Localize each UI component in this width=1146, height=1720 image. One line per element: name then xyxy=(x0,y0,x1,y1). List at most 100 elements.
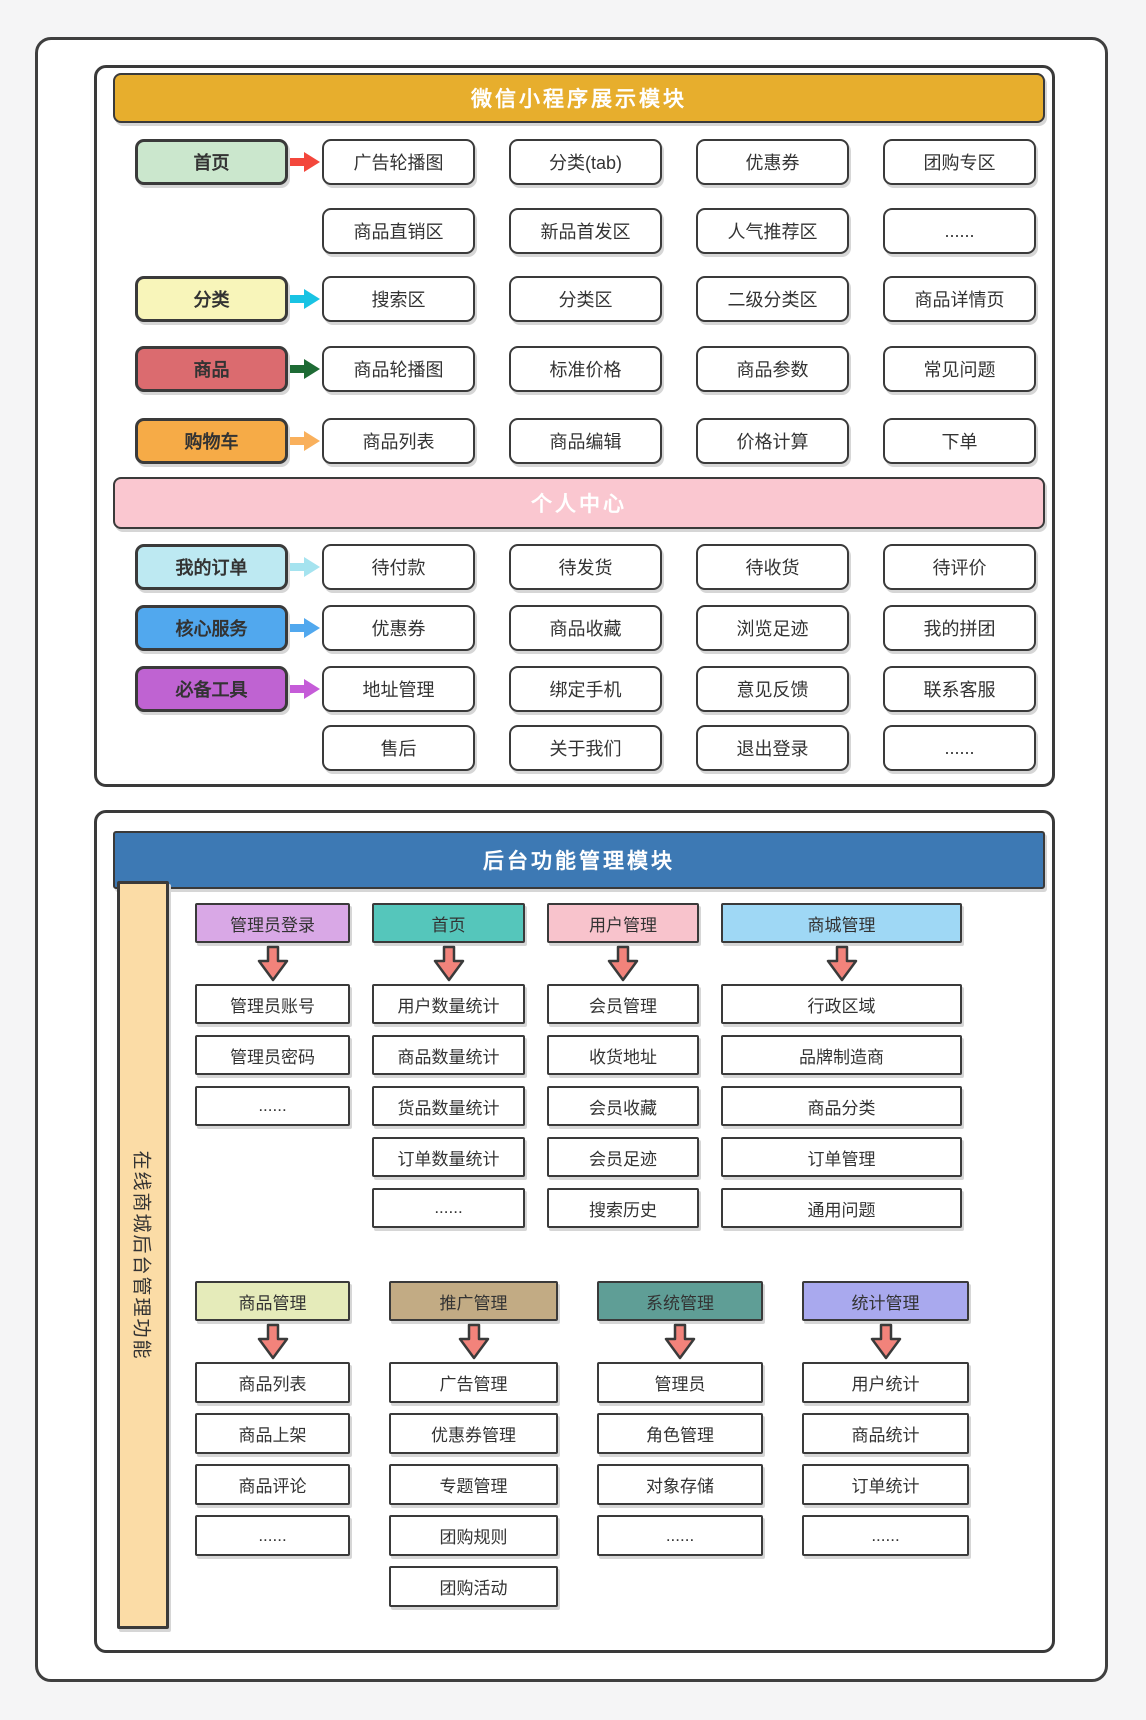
group-header: 管理员登录 xyxy=(195,903,350,943)
diagram-canvas: 微信小程序展示模块 首页 广告轮播图 分类(tab) 优惠券 团购专区 商品直销… xyxy=(35,37,1108,1682)
node-box: 品牌制造商 xyxy=(721,1035,962,1075)
group-header: 推广管理 xyxy=(389,1281,558,1321)
right-arrow-icon xyxy=(288,666,322,712)
node-box: 分类(tab) xyxy=(509,139,662,185)
group-header: 商城管理 xyxy=(721,903,962,943)
node-box: 售后 xyxy=(322,725,475,771)
node-box: 优惠券 xyxy=(322,605,475,651)
node-box: 商品评论 xyxy=(195,1464,350,1505)
p1-row-core-services: 核心服务 优惠券 商品收藏 浏览足迹 我的拼团 xyxy=(135,605,1052,651)
node-box: ...... xyxy=(195,1515,350,1556)
node-box: 订单统计 xyxy=(802,1464,969,1505)
label-category: 分类 xyxy=(135,276,288,322)
p1-row-home: 首页 广告轮播图 分类(tab) 优惠券 团购专区 xyxy=(135,139,1052,185)
node-box: 管理员 xyxy=(597,1362,763,1403)
node-box: 新品首发区 xyxy=(509,208,662,254)
panel1-title-bar: 微信小程序展示模块 xyxy=(113,73,1045,123)
node-box: 行政区域 xyxy=(721,984,962,1024)
node-box: 分类区 xyxy=(509,276,662,322)
node-box: 订单管理 xyxy=(721,1137,962,1177)
right-arrow-icon xyxy=(288,605,322,651)
node-box: 货品数量统计 xyxy=(372,1086,525,1126)
node-box: 广告轮播图 xyxy=(322,139,475,185)
node-box: 专题管理 xyxy=(389,1464,558,1505)
node-box: 商品统计 xyxy=(802,1413,969,1454)
node-box: 待评价 xyxy=(883,544,1036,590)
node-box: 商品编辑 xyxy=(509,418,662,464)
group-promotion-management: 推广管理 广告管理 优惠券管理 专题管理 团购规则 团购活动 xyxy=(389,1281,558,1617)
node-box: 角色管理 xyxy=(597,1413,763,1454)
label-home: 首页 xyxy=(135,139,288,185)
group-dashboard: 首页 用户数量统计 商品数量统计 货品数量统计 订单数量统计 ...... xyxy=(372,903,525,1239)
right-arrow-icon xyxy=(288,418,322,464)
down-arrow-icon xyxy=(597,1321,763,1362)
node-box: 浏览足迹 xyxy=(696,605,849,651)
side-label-text: 在线商城后台管理功能 xyxy=(130,1149,152,1361)
node-box: 商品收藏 xyxy=(509,605,662,651)
node-box: 商品数量统计 xyxy=(372,1035,525,1075)
node-box: 管理员密码 xyxy=(195,1035,350,1075)
node-box: 待收货 xyxy=(696,544,849,590)
node-box: ...... xyxy=(802,1515,969,1556)
group-header: 统计管理 xyxy=(802,1281,969,1321)
node-box: 商品列表 xyxy=(195,1362,350,1403)
node-box: ...... xyxy=(883,208,1036,254)
p1-row-tools-2: 售后 关于我们 退出登录 ...... xyxy=(135,725,1052,771)
node-box: 待付款 xyxy=(322,544,475,590)
panel2-title-bar: 后台功能管理模块 xyxy=(113,831,1045,889)
node-box: 优惠券 xyxy=(696,139,849,185)
node-box: 待发货 xyxy=(509,544,662,590)
backend-groups-bottom: 商品管理 商品列表 商品上架 商品评论 ...... 推广管理 广告管理 优惠券… xyxy=(195,1281,969,1617)
node-box: 团购专区 xyxy=(883,139,1036,185)
group-statistics-management: 统计管理 用户统计 商品统计 订单统计 ...... xyxy=(802,1281,969,1566)
p1-row-home-2: 商品直销区 新品首发区 人气推荐区 ...... xyxy=(135,208,1052,254)
node-box: 通用问题 xyxy=(721,1188,962,1228)
p1-row-my-orders: 我的订单 待付款 待发货 待收货 待评价 xyxy=(135,544,1052,590)
node-box: 管理员账号 xyxy=(195,984,350,1024)
p1-row-essential-tools: 必备工具 地址管理 绑定手机 意见反馈 联系客服 xyxy=(135,666,1052,712)
node-box: 商品分类 xyxy=(721,1086,962,1126)
node-box: 商品直销区 xyxy=(322,208,475,254)
group-header: 首页 xyxy=(372,903,525,943)
node-box: ...... xyxy=(597,1515,763,1556)
p1-row-category: 分类 搜索区 分类区 二级分类区 商品详情页 xyxy=(135,276,1052,322)
panel-backend-management: 后台功能管理模块 在线商城后台管理功能 管理员登录 管理员账号 管理员密码 ..… xyxy=(94,810,1055,1653)
label-cart: 购物车 xyxy=(135,418,288,464)
node-box: 对象存储 xyxy=(597,1464,763,1505)
node-box: 会员足迹 xyxy=(547,1137,699,1177)
down-arrow-icon xyxy=(195,1321,350,1362)
node-box: 联系客服 xyxy=(883,666,1036,712)
node-box: 搜索历史 xyxy=(547,1188,699,1228)
label-core-services: 核心服务 xyxy=(135,605,288,651)
p1-row-product: 商品 商品轮播图 标准价格 商品参数 常见问题 xyxy=(135,346,1052,392)
down-arrow-icon xyxy=(802,1321,969,1362)
group-header: 系统管理 xyxy=(597,1281,763,1321)
node-box: 团购规则 xyxy=(389,1515,558,1556)
group-admin-login: 管理员登录 管理员账号 管理员密码 ...... xyxy=(195,903,350,1137)
node-box: 意见反馈 xyxy=(696,666,849,712)
node-box: 地址管理 xyxy=(322,666,475,712)
panel-wechat-miniprogram: 微信小程序展示模块 首页 广告轮播图 分类(tab) 优惠券 团购专区 商品直销… xyxy=(94,65,1055,787)
node-box: 我的拼团 xyxy=(883,605,1036,651)
group-header: 商品管理 xyxy=(195,1281,350,1321)
node-box: 绑定手机 xyxy=(509,666,662,712)
group-mall-management: 商城管理 行政区域 品牌制造商 商品分类 订单管理 通用问题 xyxy=(721,903,962,1239)
down-arrow-icon xyxy=(195,943,350,984)
node-box: 用户统计 xyxy=(802,1362,969,1403)
label-product: 商品 xyxy=(135,346,288,392)
label-my-orders: 我的订单 xyxy=(135,544,288,590)
down-arrow-icon xyxy=(721,943,962,984)
personal-center-bar: 个人中心 xyxy=(113,477,1045,529)
right-arrow-icon xyxy=(288,139,322,185)
node-box: 人气推荐区 xyxy=(696,208,849,254)
node-box: 搜索区 xyxy=(322,276,475,322)
down-arrow-icon xyxy=(389,1321,558,1362)
down-arrow-icon xyxy=(372,943,525,984)
node-box: 优惠券管理 xyxy=(389,1413,558,1454)
group-user-management: 用户管理 会员管理 收货地址 会员收藏 会员足迹 搜索历史 xyxy=(547,903,699,1239)
group-system-management: 系统管理 管理员 角色管理 对象存储 ...... xyxy=(597,1281,763,1566)
label-essential-tools: 必备工具 xyxy=(135,666,288,712)
node-box: 退出登录 xyxy=(696,725,849,771)
node-box: 商品详情页 xyxy=(883,276,1036,322)
